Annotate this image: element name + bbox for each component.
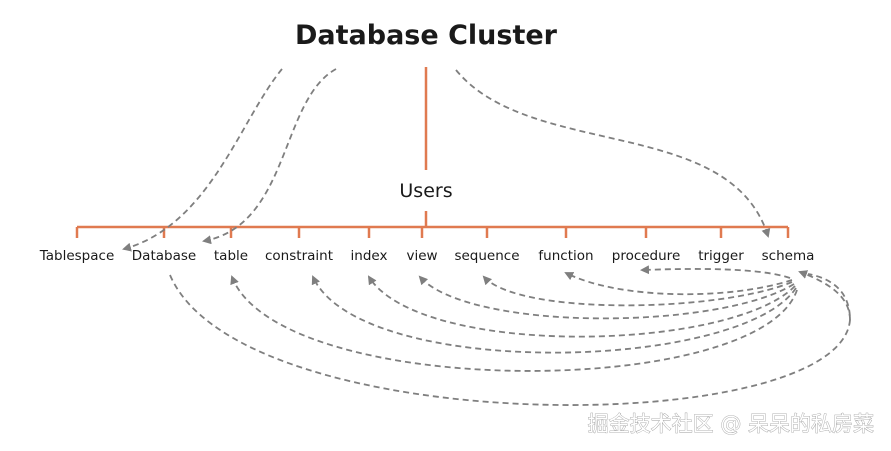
node-sequence: sequence xyxy=(454,248,519,264)
branch-ticks xyxy=(75,227,790,238)
node-function: function xyxy=(538,248,593,264)
node-trigger: trigger xyxy=(698,248,744,264)
arrow-schema-to-view xyxy=(418,275,795,320)
node-schema: schema xyxy=(762,248,815,264)
arrow-schema-to-table xyxy=(230,275,798,372)
watermark-text: 掘金技术社区 @ 呆呆的私房菜 xyxy=(588,412,874,436)
arrow-schema-to-procedure xyxy=(640,265,791,279)
node-tablespace: Tablespace xyxy=(39,248,115,264)
node-database: Database xyxy=(132,248,196,264)
arrow-database-to-schema xyxy=(169,273,851,406)
node-index: index xyxy=(351,248,388,264)
cluster-arrows xyxy=(122,68,771,252)
node-view: view xyxy=(406,248,437,264)
arrow-cluster-to-schema xyxy=(455,69,771,238)
arrow-cluster-to-tablespace xyxy=(122,68,283,252)
node-table: table xyxy=(214,248,248,264)
node-constraint: constraint xyxy=(265,248,333,264)
node-procedure: procedure xyxy=(612,248,681,264)
arrow-schema-to-index xyxy=(367,275,796,338)
diagram-title: Database Cluster xyxy=(295,20,558,51)
arrow-schema-to-function xyxy=(564,272,793,296)
node-labels: Tablespace Database table constraint ind… xyxy=(39,248,815,264)
arrow-database-to-schema-head xyxy=(798,270,851,321)
arrow-cluster-to-table xyxy=(202,68,337,245)
schema-arrows xyxy=(169,265,851,406)
users-label: Users xyxy=(399,180,452,202)
arrow-schema-to-constraint xyxy=(311,275,797,354)
